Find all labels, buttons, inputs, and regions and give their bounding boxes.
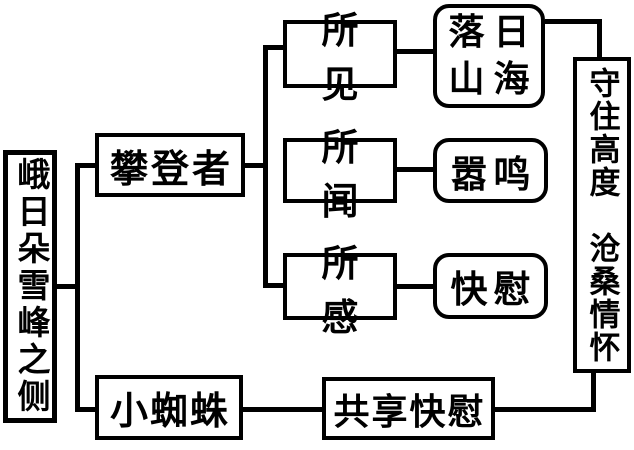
connector-bracket-vertical [75,163,80,412]
poem-title-box: 峨日朵雪峰之侧 [3,150,57,423]
connector-seen-to-sunset [397,49,433,54]
connector-heard-to-clamor [397,167,433,172]
theme-box: 守住高度 沧桑情怀 [573,57,631,373]
climber-box: 攀登者 [95,133,245,197]
spider-box: 小蜘蛛 [95,375,243,440]
theme-label: 守住高度 沧桑情怀 [584,66,620,364]
what-is-seen-box: 所见 [283,11,397,106]
what-is-seen-label: 所见 [321,11,371,106]
connector-sunset-to-theme-vertical [597,19,602,57]
comfort-box: 快慰 [433,253,548,319]
climber-label: 攀登者 [109,148,233,191]
connector-spider-to-share [243,407,322,412]
clamor-label: 嚣鸣 [450,154,537,196]
poem-title-label: 峨日朵雪峰之侧 [12,157,48,416]
clamor-box: 嚣鸣 [433,138,548,203]
connector-trunk-to-felt [263,283,283,288]
sunset-mountain-sea-label: 落日 山海 [448,12,539,99]
shared-comfort-box: 共享快慰 [322,377,495,440]
connector-sunset-to-theme-horizontal [545,19,602,24]
spider-label: 小蜘蛛 [109,391,230,433]
sunset-mountain-sea-box: 落日 山海 [433,4,545,108]
connector-bracket-to-climber [75,163,95,168]
connector-bracket-to-spider [75,407,95,412]
connector-trunk-vertical [263,45,268,288]
connector-share-to-theme-vertical [591,373,596,412]
connector-felt-to-comfort [397,284,433,289]
what-is-felt-box: 所感 [283,244,397,339]
what-is-heard-label: 所闻 [321,127,371,223]
what-is-heard-box: 所闻 [283,128,397,223]
connector-share-to-theme-horizontal [495,407,595,412]
what-is-felt-label: 所感 [321,243,371,339]
connector-poem-to-bracket [57,284,77,289]
shared-comfort-label: 共享快慰 [333,391,486,432]
connector-trunk-to-seen [263,45,283,50]
comfort-label: 快慰 [450,270,537,311]
connector-climber-to-trunk [245,163,268,168]
